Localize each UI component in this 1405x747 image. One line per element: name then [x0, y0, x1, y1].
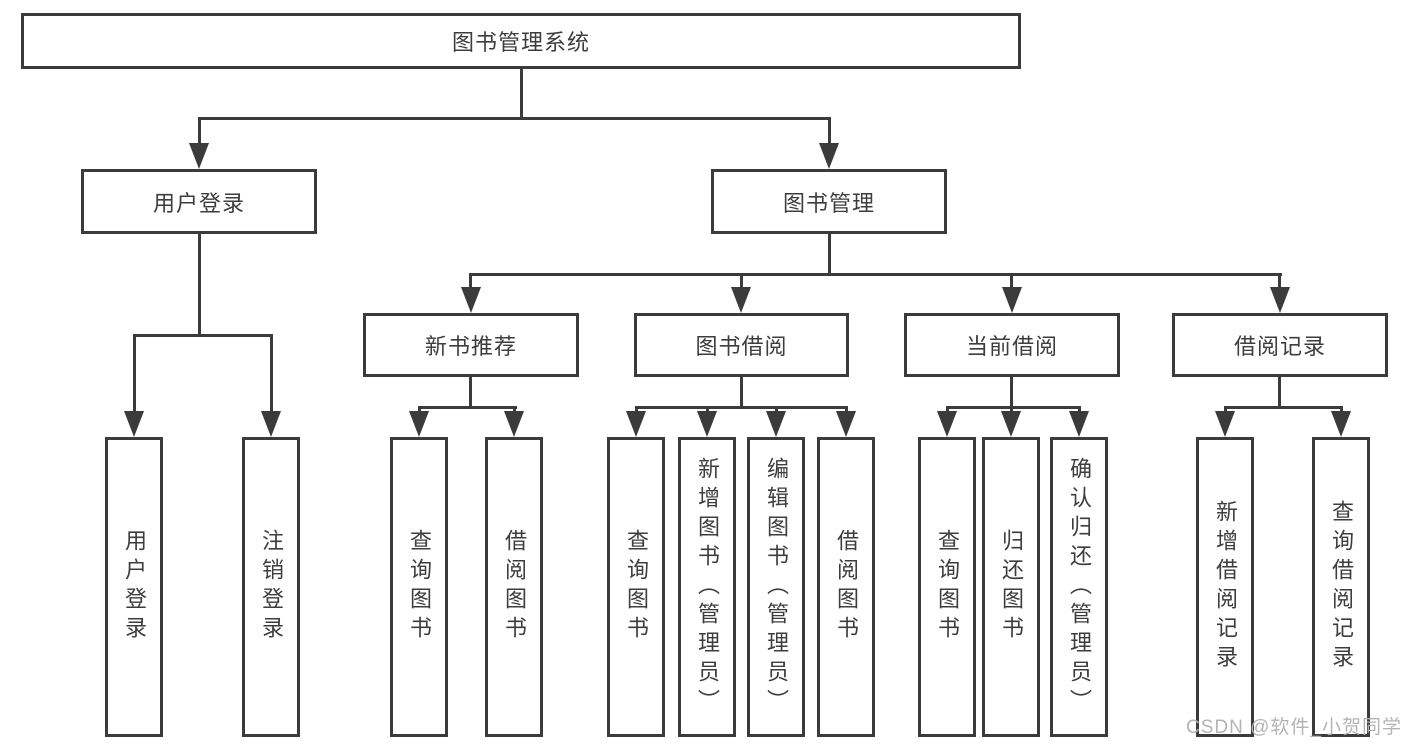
arrowhead-down-icon	[461, 287, 481, 313]
leaf-query-book-3-label: 查询图书	[935, 529, 960, 645]
connector-group5-drop	[1340, 406, 1343, 414]
arrowhead-down-icon	[409, 411, 429, 437]
leaf-borrow-book-1-label: 借阅图书	[502, 529, 527, 645]
connector-current-borrow-stem	[1010, 377, 1013, 408]
connector-new-book-stem	[469, 377, 472, 408]
connector-level3-rail	[469, 273, 1282, 276]
connector-group5-drop	[1224, 406, 1227, 414]
leaf-add-book-admin: 新增图书（管理员）	[678, 437, 736, 737]
watermark: CSDN @软件_小贺同学	[1186, 717, 1402, 738]
leaf-confirm-return-admin-label: 确认归还（管理员）	[1067, 456, 1092, 718]
leaf-borrow-book-1: 借阅图书	[485, 437, 543, 737]
connector-group3-drop	[775, 406, 778, 414]
leaf-return-book-label: 归还图书	[999, 529, 1024, 645]
connector-group4-drop	[946, 406, 949, 414]
arrowhead-down-icon	[1069, 411, 1089, 437]
arrowhead-down-icon	[697, 411, 717, 437]
connector-book-management-stem	[828, 233, 831, 276]
node-borrow-record: 借阅记录	[1172, 313, 1388, 377]
node-current-borrow-label: 当前借阅	[965, 334, 1058, 359]
arrowhead-down-icon	[1270, 287, 1290, 313]
connector-group3-rail	[635, 406, 848, 409]
connector-level3-drop	[469, 273, 472, 289]
leaf-logout-label: 注销登录	[259, 529, 284, 645]
node-root: 图书管理系统	[21, 13, 1021, 69]
arrowhead-down-icon	[819, 143, 839, 169]
leaf-confirm-return-admin: 确认归还（管理员）	[1050, 437, 1108, 737]
arrowhead-down-icon	[1215, 411, 1235, 437]
leaf-query-borrow-record-label: 查询借阅记录	[1329, 500, 1354, 674]
connector-group2-rail	[418, 406, 517, 409]
connector-group1-rail	[133, 334, 273, 337]
connector-group2-drop	[418, 406, 421, 414]
connector-level3-drop	[1010, 273, 1013, 289]
leaf-edit-book-admin-label: 编辑图书（管理员）	[764, 456, 789, 718]
connector-group1-drop	[270, 334, 273, 414]
node-book-management-label: 图书管理	[782, 190, 875, 216]
leaf-add-borrow-record: 新增借阅记录	[1196, 437, 1254, 737]
connector-group3-drop	[845, 406, 848, 414]
connector-user-login-drop	[198, 117, 201, 145]
leaf-add-book-admin-label: 新增图书（管理员）	[695, 456, 720, 718]
node-borrow-record-label: 借阅记录	[1233, 334, 1326, 359]
arrowhead-down-icon	[504, 411, 524, 437]
connector-group4-drop	[1078, 406, 1081, 414]
connector-book-management-drop	[828, 117, 831, 145]
leaf-query-book-1: 查询图书	[390, 437, 448, 737]
leaf-query-book-1-label: 查询图书	[407, 529, 432, 645]
leaf-logout: 注销登录	[242, 437, 300, 737]
node-user-login-label: 用户登录	[152, 190, 245, 216]
leaf-user-login: 用户登录	[105, 437, 163, 737]
node-book-borrow: 图书借阅	[634, 313, 849, 377]
connector-group4-drop	[1010, 406, 1013, 414]
connector-group4-rail	[946, 406, 1081, 409]
connector-level2-rail	[198, 117, 831, 120]
leaf-edit-book-admin: 编辑图书（管理员）	[747, 437, 805, 737]
connector-book-borrow-stem	[740, 377, 743, 408]
leaf-query-book-2-label: 查询图书	[624, 529, 649, 645]
arrowhead-down-icon	[626, 411, 646, 437]
leaf-borrow-book-2-label: 借阅图书	[834, 529, 859, 645]
connector-level3-drop	[740, 273, 743, 289]
connector-borrow-record-stem	[1278, 377, 1281, 408]
leaf-return-book: 归还图书	[982, 437, 1040, 737]
connector-group3-drop	[706, 406, 709, 414]
connector-group2-drop	[513, 406, 516, 414]
leaf-user-login-label: 用户登录	[122, 529, 147, 645]
node-new-book-recommend-label: 新书推荐	[424, 334, 517, 359]
leaf-query-borrow-record: 查询借阅记录	[1312, 437, 1370, 737]
node-book-management: 图书管理	[711, 169, 947, 234]
connector-user-login-stem	[198, 233, 201, 336]
node-book-borrow-label: 图书借阅	[695, 334, 788, 359]
node-new-book-recommend: 新书推荐	[363, 313, 579, 377]
arrowhead-down-icon	[189, 143, 209, 169]
arrowhead-down-icon	[1001, 411, 1021, 437]
connector-level3-drop	[1278, 273, 1281, 289]
arrowhead-down-icon	[1331, 411, 1351, 437]
connector-group3-drop	[635, 406, 638, 414]
node-user-login: 用户登录	[81, 169, 317, 234]
connector-root-stem	[520, 67, 523, 119]
connector-group5-rail	[1224, 406, 1343, 409]
arrowhead-down-icon	[261, 411, 281, 437]
arrowhead-down-icon	[937, 411, 957, 437]
leaf-add-borrow-record-label: 新增借阅记录	[1213, 500, 1238, 674]
leaf-borrow-book-2: 借阅图书	[817, 437, 875, 737]
arrowhead-down-icon	[124, 411, 144, 437]
node-root-label: 图书管理系统	[451, 30, 590, 55]
arrowhead-down-icon	[1002, 287, 1022, 313]
node-current-borrow: 当前借阅	[904, 313, 1120, 377]
arrowhead-down-icon	[731, 287, 751, 313]
leaf-query-book-2: 查询图书	[607, 437, 665, 737]
arrowhead-down-icon	[836, 411, 856, 437]
connector-group1-drop	[133, 334, 136, 414]
leaf-query-book-3: 查询图书	[918, 437, 976, 737]
arrowhead-down-icon	[766, 411, 786, 437]
